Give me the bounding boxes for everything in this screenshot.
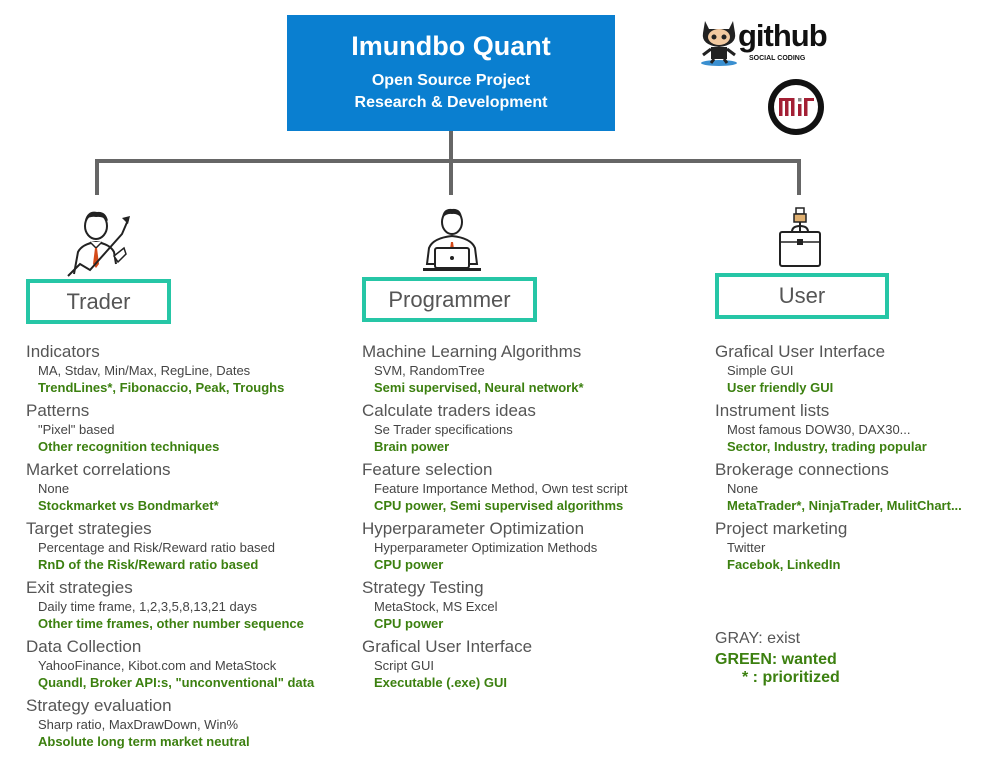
role-box-programmer: Programmer <box>362 277 537 322</box>
role-label-trader: Trader <box>66 289 131 314</box>
section-title: Market correlations <box>26 460 171 479</box>
wanted-item: User friendly GUI <box>727 380 834 395</box>
section-title: Data Collection <box>26 637 142 656</box>
wanted-item: Other time frames, other number sequence <box>38 616 304 631</box>
exist-item: None <box>727 481 759 496</box>
subtitle-2: Research & Development <box>354 94 548 111</box>
section-title: Exit strategies <box>26 578 133 597</box>
role-box-trader: Trader <box>26 279 171 324</box>
programmer-icon <box>423 208 481 271</box>
exist-item: Simple GUI <box>727 363 794 378</box>
mit-logo <box>767 78 825 141</box>
wanted-item: Semi supervised, Neural network* <box>374 380 584 395</box>
wanted-item: Executable (.exe) GUI <box>374 675 507 690</box>
wanted-item: MetaTrader*, NinjaTrader, MulitChart... <box>727 498 962 513</box>
subtitle-1: Open Source Project <box>371 72 531 89</box>
section-title: Feature selection <box>362 460 493 479</box>
briefcase-icon <box>779 207 821 267</box>
wanted-item: Facebok, LinkedIn <box>727 557 841 572</box>
wanted-item: Other recognition techniques <box>38 439 220 454</box>
exist-item: Twitter <box>727 540 766 555</box>
section: Calculate traders ideas Se Trader specifi… <box>362 401 662 455</box>
title-box: Imundbo Quant Open Source Project Resear… <box>287 15 615 131</box>
wanted-item: Sector, Industry, trading popular <box>727 439 927 454</box>
section-title: Calculate traders ideas <box>362 401 536 420</box>
connector-trunk <box>449 131 453 195</box>
wanted-item: Absolute long term market neutral <box>38 734 250 749</box>
github-logo: github SOCIAL CODING <box>697 13 837 73</box>
exist-item: Sharp ratio, MaxDrawDown, Win% <box>38 717 239 732</box>
github-subtext: SOCIAL CODING <box>749 55 806 62</box>
github-wordmark: github <box>738 18 828 53</box>
exist-item: None <box>38 481 70 496</box>
exist-item: Daily time frame, 1,2,3,5,8,13,21 days <box>38 599 257 614</box>
section-title: Strategy evaluation <box>26 696 172 715</box>
exist-item: Feature Importance Method, Own test scri… <box>374 481 628 496</box>
legend-gray: GRAY: exist <box>715 630 801 647</box>
trader-icon <box>67 211 130 277</box>
section-title: Strategy Testing <box>362 578 484 597</box>
section-title: Project marketing <box>715 519 848 538</box>
legend-star: * : prioritized <box>742 669 840 686</box>
exist-item: Most famous DOW30, DAX30... <box>727 422 911 437</box>
exist-item: Se Trader specifications <box>374 422 513 437</box>
section-title: Instrument lists <box>715 401 830 420</box>
wanted-item: CPU power <box>374 616 444 631</box>
exist-item: Percentage and Risk/Reward ratio based <box>38 540 276 555</box>
wanted-item: TrendLines*, Fibonaccio, Peak, Troughs <box>38 380 285 395</box>
wanted-item: RnD of the Risk/Reward ratio based <box>38 557 259 572</box>
connector-user <box>797 159 801 195</box>
exist-item: MetaStock, MS Excel <box>374 599 498 614</box>
wanted-item: CPU power, Semi supervised algorithms <box>374 498 624 513</box>
page-title: Imundbo Quant <box>351 31 551 61</box>
section-title: Grafical User Interface <box>362 637 533 656</box>
section-title: Indicators <box>26 342 100 361</box>
exist-item: YahooFinance, Kibot.com and MetaStock <box>38 658 277 673</box>
role-label-user: User <box>778 283 826 308</box>
section-title: Machine Learning Algorithms <box>362 342 582 361</box>
exist-item: Script GUI <box>374 658 434 673</box>
wanted-item: Quandl, Broker API:s, "unconventional" d… <box>38 675 315 690</box>
wanted-item: Brain power <box>374 439 450 454</box>
legend-green: GREEN: wanted <box>715 651 837 668</box>
wanted-item: Stockmarket vs Bondmarket* <box>38 498 219 513</box>
role-box-user: User <box>715 273 889 319</box>
section-title: Grafical User Interface <box>715 342 886 361</box>
connector-trader <box>95 159 99 195</box>
octocat-icon <box>701 21 737 66</box>
section-title: Patterns <box>26 401 90 420</box>
connector-horizontal <box>95 159 801 163</box>
wanted-item: CPU power <box>374 557 444 572</box>
exist-item: SVM, RandomTree <box>374 363 485 378</box>
section-title: Brokerage connections <box>715 460 889 479</box>
role-label-programmer: Programmer <box>388 287 511 312</box>
exist-item: Hyperparameter Optimization Methods <box>374 540 598 555</box>
exist-item: MA, Stdav, Min/Max, RegLine, Dates <box>38 363 251 378</box>
section-title: Target strategies <box>26 519 152 538</box>
section-title: Hyperparameter Optimization <box>362 519 585 538</box>
exist-item: "Pixel" based <box>38 422 115 437</box>
